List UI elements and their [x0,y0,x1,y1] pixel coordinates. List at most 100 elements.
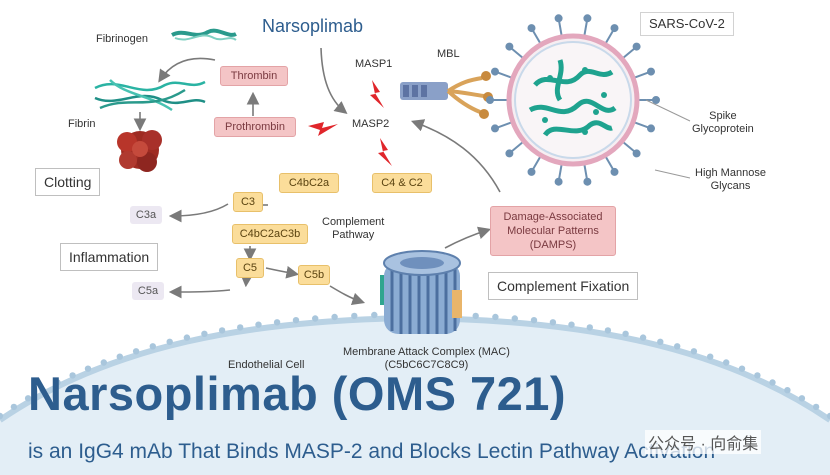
membrane-bead [568,321,575,328]
c4-c2-box: C4 & C2 [372,173,432,193]
membrane-bead [54,379,61,386]
page-title: Narsoplimab (OMS 721) [28,367,567,420]
glycan-tip [505,42,514,51]
inflammation-outcome: Inflammation [60,243,159,271]
membrane-bead [472,312,479,320]
damps-box: Damage-Associated Molecular Patterns (DA… [490,206,616,256]
high-mannose-glycans-label: High Mannose Glycans [695,167,766,192]
prothrombin-box: Prothrombin [214,117,296,137]
membrane-bead [769,379,776,386]
mbl-masp-complex [400,71,493,119]
glycan-tip [647,67,655,76]
membrane-bead [84,365,92,372]
membrane-bead [0,412,4,420]
membrane-bead [707,353,714,360]
complement-fixation-outcome: Complement Fixation [488,272,639,300]
c5b-box: C5b [298,265,330,285]
c5-box: C5 [236,258,264,278]
c3a-box: C3a [130,206,162,224]
glycan-tip [583,177,592,186]
membrane-bead [292,317,300,324]
complement-pathway-label: Complement Pathway [322,216,385,241]
masp1-label: MASP1 [355,58,393,70]
glycan-tip [505,149,514,158]
membrane-bead [586,324,593,331]
membrane-bead [24,395,32,402]
membrane-bead [237,324,244,331]
glycan-tip [527,24,536,33]
glycan-tip [583,14,592,23]
masp2-label: MASP2 [352,118,390,130]
glycan-tip [610,167,619,176]
membrane-bead [331,313,338,321]
glycan-tip [491,124,499,133]
membrane-attack-complex [380,250,462,334]
clotting-arrows [133,47,501,306]
sars-cov-2-virion [486,14,660,186]
glycan-tip [491,67,499,76]
membrane-bead [549,319,557,326]
endothelial-cell-label: Endothelial Cell [228,359,305,371]
membrane-bead [132,348,140,355]
thrombin-box: Thrombin [220,66,288,86]
membrane-bead [738,365,746,372]
membrane-bead [166,338,173,345]
c3-box: C3 [233,192,263,212]
glycan-tip [486,96,494,104]
c4bc2ac3b-box: C4bC2aC3b [232,224,308,244]
fibrinogen-strand [171,28,237,41]
glycan-tip [647,124,655,133]
membrane-bead [10,403,18,411]
membrane-bead [784,387,791,394]
spike-glycoprotein-label: Spike Glycoprotein [692,110,754,135]
membrane-bead [622,330,629,337]
glycan-tip [527,167,536,176]
membrane-bead [674,343,681,350]
membrane-bead [812,403,820,411]
glycan-tip [632,149,641,158]
membrane-bead [273,319,281,326]
sars-cov-2-label: SARS-CoV-2 [640,12,734,36]
membrane-bead [218,327,226,334]
c5a-box: C5a [132,282,164,300]
leader-lines [645,99,691,179]
membrane-bead [511,315,518,322]
glycan-tip [610,24,619,33]
glycan-tip [652,96,660,104]
fibrin-mesh [94,79,206,112]
mac-label: Membrane Attack Complex (MAC) (C5bC6C7C8… [343,346,510,371]
glycan-tip [632,42,641,51]
watermark-label: 公众号 · 向俞集 [645,430,762,454]
membrane-bead [116,353,124,360]
clotting-outcome: Clotting [35,168,101,196]
membrane-bead [754,372,761,379]
membrane-bead [255,321,262,328]
membrane-bead [826,412,830,420]
membrane-bead [657,338,664,345]
membrane-bead [690,348,698,355]
membrane-bead [149,343,156,350]
membrane-bead [492,313,499,321]
membrane-bead [69,372,76,379]
membrane-bead [312,315,319,322]
membrane-bead [723,359,730,366]
page-subtitle: is an IgG4 mAb That Binds MASP-2 and Blo… [28,440,716,463]
mbl-label: MBL [437,48,460,60]
fibrinogen-label: Fibrinogen [96,33,148,45]
membrane-bead [798,395,806,402]
membrane-bead [100,359,108,366]
glycan-tip [554,177,563,186]
membrane-bead [39,387,46,394]
membrane-bead [639,334,647,341]
blood-clot [117,130,162,172]
membrane-bead [371,311,378,319]
membrane-bead [183,334,191,341]
membrane-bead [201,330,208,337]
membrane-bead [530,317,538,324]
fibrin-label: Fibrin [68,118,96,130]
glycan-tip [554,14,563,23]
narsoplimab-label: Narsoplimab [262,16,364,36]
membrane-bead [604,327,612,334]
